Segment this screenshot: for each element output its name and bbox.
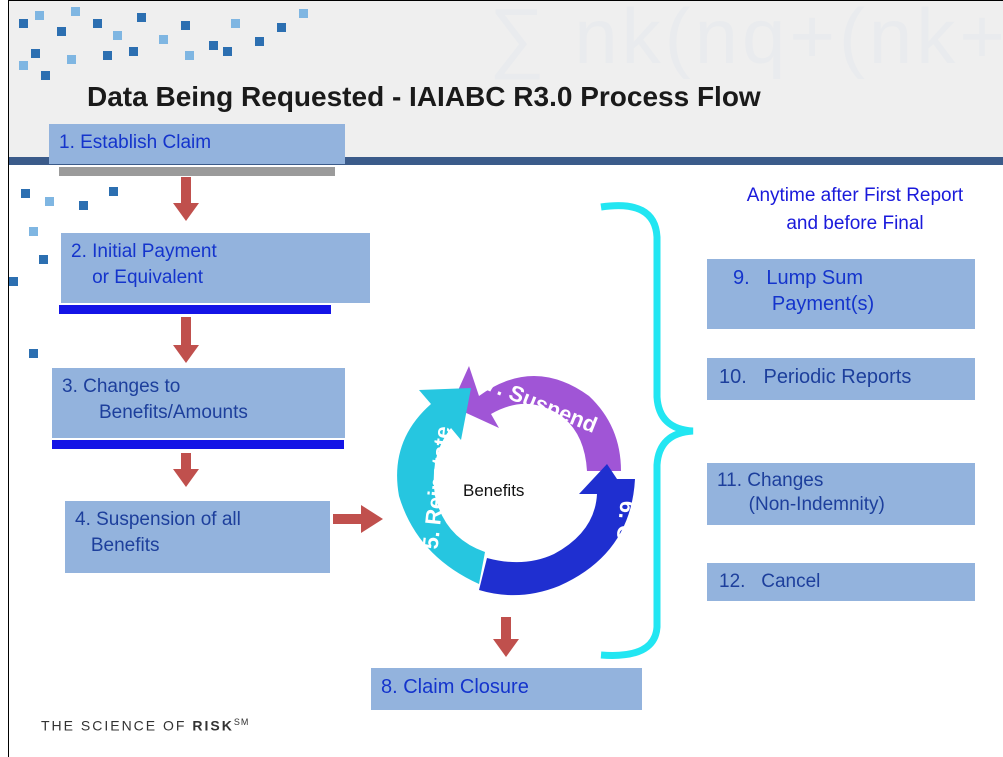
step-label: 4. Suspension of all xyxy=(75,509,241,530)
change-arrow xyxy=(479,464,635,596)
step-claim-closure: 8. Claim Closure xyxy=(371,668,642,710)
step-label: 3. Changes to xyxy=(62,376,181,397)
item-label: 9. Lump Sum xyxy=(733,267,864,289)
item-changes-non-indemnity: 11. Changes (Non-Indemnity) xyxy=(707,463,975,525)
step-changes-to-benefits: 3. Changes to Benefits/Amounts xyxy=(52,368,345,438)
item-label: 11. Changes xyxy=(717,470,824,491)
step-underbar xyxy=(59,167,335,176)
item-lump-sum-payment: 9. Lump Sum Payment(s) xyxy=(707,259,975,329)
flow-arrow xyxy=(181,453,191,473)
step-underbar xyxy=(52,440,344,449)
footer-brand: THE SCIENCE OF RISKSM xyxy=(41,717,249,734)
flow-arrow-head xyxy=(173,345,199,363)
footer-service-mark: SM xyxy=(233,717,250,727)
flow-arrow xyxy=(181,317,191,347)
footer-prefix: THE SCIENCE OF xyxy=(41,717,193,734)
step-label: Benefits xyxy=(75,535,160,556)
footer-brand-word: RISK xyxy=(192,717,234,734)
flow-arrow-head xyxy=(173,203,199,221)
item-label: 10. Periodic Reports xyxy=(719,366,912,388)
flow-arrow-to-cycle xyxy=(333,505,383,533)
flow-arrow-head xyxy=(173,469,199,487)
step-initial-payment: 2. Initial Payment or Equivalent xyxy=(61,233,370,303)
benefits-cycle-diagram: 7. Suspend 6. Change 5. Reinstate Benefi… xyxy=(397,366,641,607)
step-label: 8. Claim Closure xyxy=(381,676,529,698)
suspend-arrow xyxy=(451,366,621,471)
flow-arrow-head xyxy=(493,639,519,657)
flow-arrow xyxy=(181,177,191,205)
step-label: or Equivalent xyxy=(71,267,204,288)
step-label: Benefits/Amounts xyxy=(62,402,248,423)
cycle-center-label: Benefits xyxy=(463,481,524,500)
item-periodic-reports: 10. Periodic Reports xyxy=(707,358,975,400)
item-label: 12. Cancel xyxy=(719,571,821,592)
anytime-heading: Anytime after First Report and before Fi… xyxy=(705,182,1003,238)
slide: ∑ nk(nq+(nk+mk) Data Being Requested - I… xyxy=(8,0,1003,757)
step-label: 2. Initial Payment xyxy=(71,241,217,262)
step-suspension-of-benefits: 4. Suspension of all Benefits xyxy=(65,501,330,573)
reinstate-arrow xyxy=(397,388,485,584)
anytime-heading-line: Anytime after First Report xyxy=(746,185,964,206)
flow-arrow xyxy=(501,617,511,641)
step-establish-claim: 1. Establish Claim xyxy=(49,124,345,164)
anytime-brace xyxy=(600,202,694,659)
step-label: 1. Establish Claim xyxy=(59,132,212,153)
item-label: (Non-Indemnity) xyxy=(717,494,885,515)
header-rule xyxy=(9,157,1003,165)
formula-watermark: ∑ nk(nq+(nk+mk) xyxy=(489,0,1003,80)
page-title: Data Being Requested - IAIABC R3.0 Proce… xyxy=(87,81,761,112)
step-underbar xyxy=(59,305,331,314)
item-cancel: 12. Cancel xyxy=(707,563,975,601)
anytime-heading-line: and before Final xyxy=(786,213,924,234)
item-label: Payment(s) xyxy=(733,293,875,315)
